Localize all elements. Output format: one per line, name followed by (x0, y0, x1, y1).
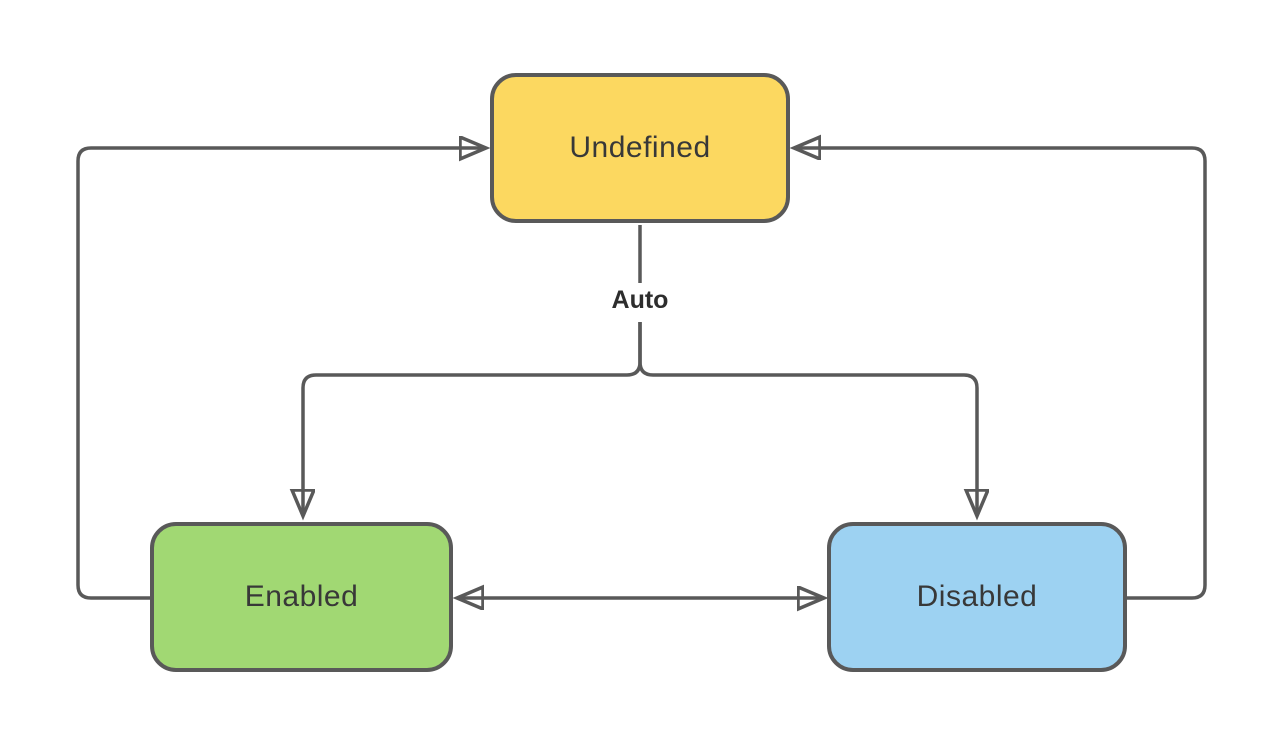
state-node-undefined-label: Undefined (569, 131, 711, 164)
state-node-undefined: Undefined (490, 73, 790, 223)
edge-auto-to-disabled (638, 322, 977, 516)
state-node-enabled-label: Enabled (244, 580, 359, 613)
state-node-disabled: Disabled (827, 522, 1127, 672)
edge-disabled-to-undefined (794, 148, 1207, 600)
state-node-disabled-label: Disabled (916, 580, 1038, 613)
edge-auto-to-enabled (303, 322, 642, 516)
state-node-enabled: Enabled (150, 522, 453, 672)
edge-label-auto: Auto (611, 286, 669, 314)
edge-enabled-to-undefined (76, 148, 486, 600)
